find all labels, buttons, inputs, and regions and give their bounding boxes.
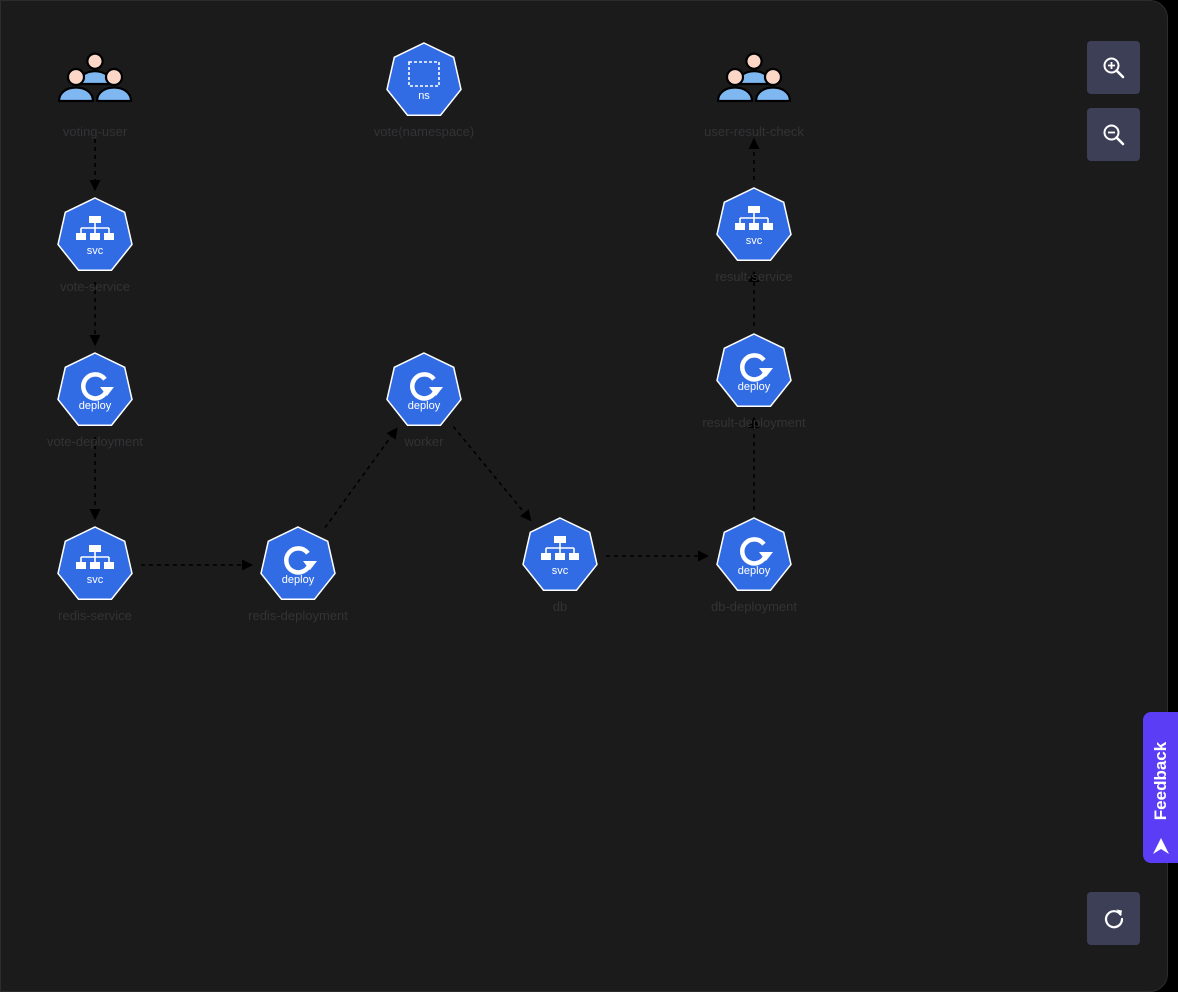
zoom-in-button[interactable] [1087,41,1140,94]
node-vote-service[interactable]: svc vote-service [57,197,133,294]
node-label: voting-user [63,124,128,139]
node-type-badge: deploy [408,400,441,412]
zoom-out-icon [1103,124,1124,145]
node-result-deployment[interactable]: deploy result-deployment [702,333,806,430]
node-db-deployment[interactable]: deploy db-deployment [711,517,797,614]
refresh-icon [1104,909,1123,928]
reset-view-button[interactable] [1087,892,1140,945]
node-type-badge: deploy [738,565,771,577]
deploy-hexagon-shape [386,352,462,426]
namespace-icon [408,61,440,87]
node-label: db [553,599,567,614]
node-label: vote-service [60,279,130,294]
node-redis-deployment[interactable]: deploy redis-deployment [248,526,348,623]
node-label: user-result-check [704,124,804,139]
feedback-label: Feedback [1150,742,1170,821]
node-vote-deployment[interactable]: deploy vote-deployment [47,352,143,449]
node-voting-user[interactable]: voting-user [57,52,133,139]
node-result-service[interactable]: svc result-service [715,187,793,284]
node-type-badge: deploy [282,574,315,586]
zoom-out-button[interactable] [1087,108,1140,161]
node-redis-service[interactable]: svc redis-service [57,526,133,623]
node-label: vote-deployment [47,434,143,449]
node-worker[interactable]: deploy worker [386,352,462,449]
node-label: redis-deployment [248,608,348,623]
edge-worker-to-db [452,425,532,522]
service-icon [76,545,114,569]
service-icon [541,536,579,560]
deploy-hexagon-shape [716,517,792,591]
edge-redis-deployment-to-worker [324,427,398,529]
feedback-tab[interactable]: Feedback [1143,712,1178,863]
node-type-badge: svc [552,565,569,577]
node-label: worker [403,434,444,449]
node-db[interactable]: svc db [522,517,598,614]
node-label: vote(namespace) [374,124,474,139]
users-group-icon [716,52,792,103]
zoom-in-icon [1103,57,1124,78]
node-vote-namespace[interactable]: ns vote(namespace) [374,42,474,139]
send-arrow-icon [1153,838,1169,854]
deployment-icon [410,372,443,401]
users-group-icon [57,52,133,103]
service-icon [76,216,114,240]
deploy-hexagon-shape [716,333,792,407]
node-label: db-deployment [711,599,797,614]
service-icon [735,206,773,230]
node-type-badge: ns [418,90,430,102]
node-type-badge: deploy [79,400,112,412]
node-label: result-deployment [702,415,806,430]
node-type-badge: svc [746,235,763,247]
deploy-hexagon-shape [57,352,133,426]
node-type-badge: deploy [738,381,771,393]
node-type-badge: svc [87,245,104,257]
node-user-result-check[interactable]: user-result-check [704,52,804,139]
node-label: redis-service [58,608,132,623]
node-type-badge: svc [87,574,104,586]
ns-hexagon-shape [386,42,462,116]
deployment-icon [284,546,317,575]
deployment-icon [740,537,773,566]
deployment-icon [740,353,773,382]
deployment-icon [81,372,114,401]
node-label: result-service [715,269,792,284]
deploy-hexagon-shape [260,526,336,600]
